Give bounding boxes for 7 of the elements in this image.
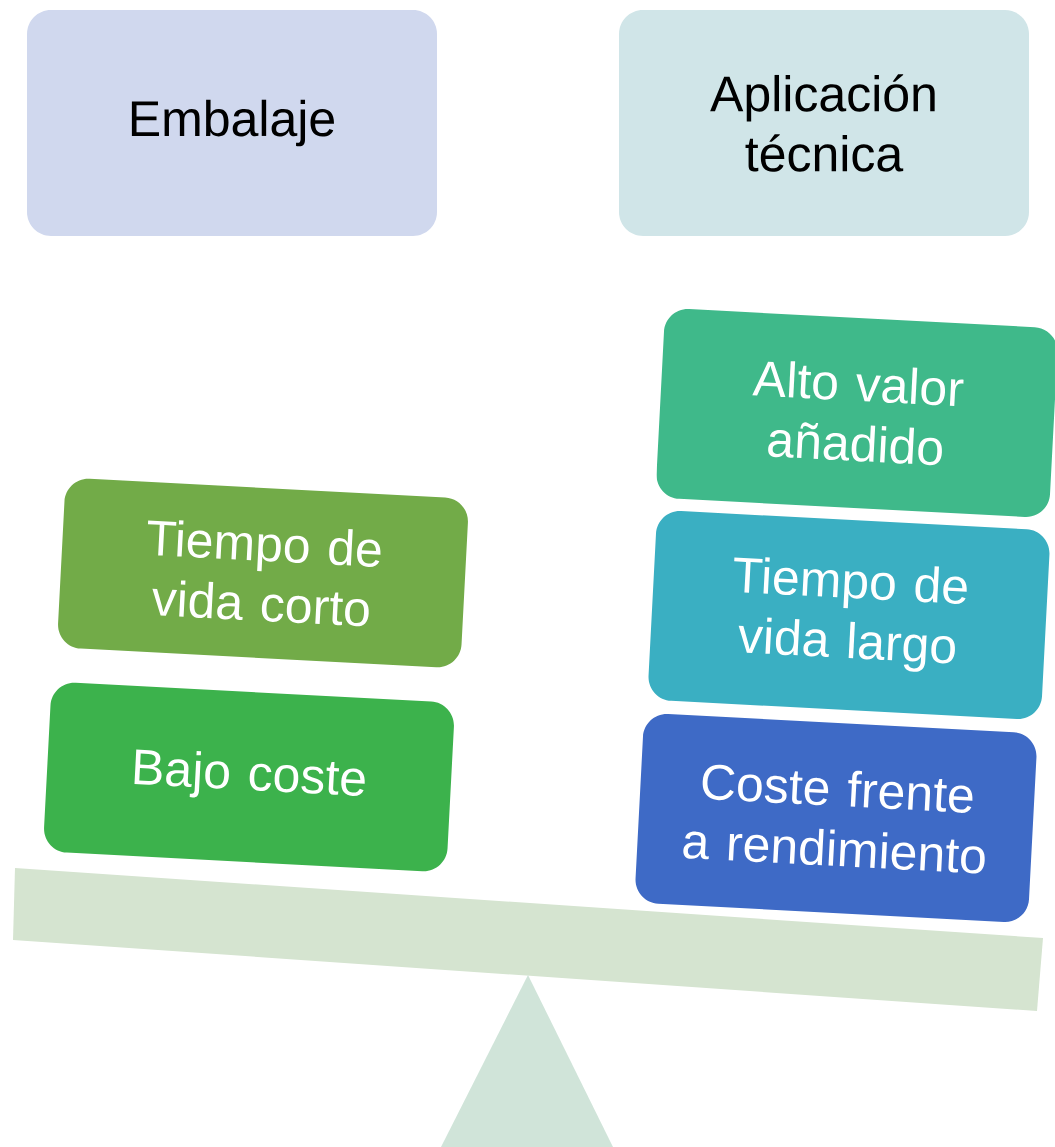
weight-block: Tiempo de vida corto — [58, 478, 468, 668]
label-box: Embalaje — [27, 10, 437, 236]
weight-block: Coste frente a rendimiento — [635, 714, 1037, 922]
weight-block: Alto valor añadido — [656, 309, 1055, 517]
weight-block: Bajo coste — [44, 682, 454, 872]
label-box: Aplicación técnica — [619, 10, 1029, 236]
weight-block: Tiempo de vida largo — [648, 511, 1050, 719]
